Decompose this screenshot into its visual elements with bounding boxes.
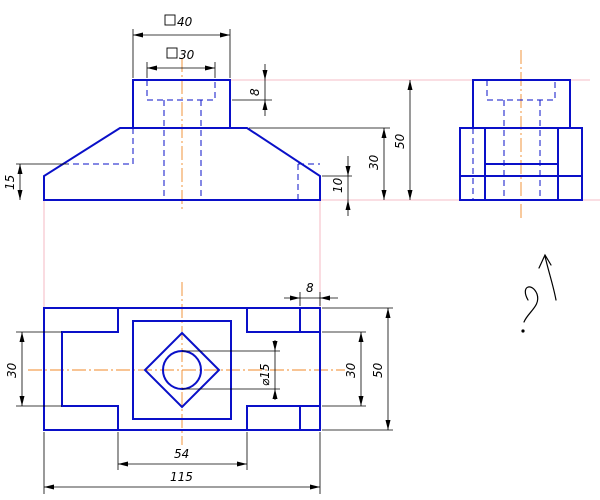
dim-height-50: 50 <box>393 80 413 200</box>
dim-54-label: 54 <box>174 447 189 461</box>
dim-40-label: 40 <box>177 15 193 29</box>
front-view <box>43 79 321 201</box>
dim-chamfer-15: 15 <box>3 163 68 200</box>
question-mark-text: ? <box>0 0 1 1</box>
center-lines <box>28 50 522 445</box>
dim-edge-10: 10 <box>322 156 352 216</box>
dim-50-plan-label: 50 <box>371 362 385 378</box>
dim-boss-8: 8 <box>232 64 272 116</box>
dim-plan-depth-50: 50 <box>322 307 393 431</box>
dim-15-label: 15 <box>3 175 17 190</box>
projection-lines <box>43 79 600 308</box>
dim-plan-right-30: 30 <box>322 331 366 407</box>
plan-view <box>43 307 321 431</box>
side-view <box>459 79 583 201</box>
dim-plan-115: 115 <box>43 432 321 494</box>
dim-50-height-label: 50 <box>393 133 407 149</box>
dim-square-40: 40 <box>132 14 231 78</box>
handwritten-annotation: ? <box>0 0 557 333</box>
dim-30-plan-right-label: 30 <box>344 362 358 378</box>
dim-115-label: 115 <box>170 470 193 484</box>
dim-plan-slot-8: 8 <box>284 281 338 306</box>
dim-30-plan-left-label: 30 <box>5 362 19 378</box>
dim-8-slot-label: 8 <box>306 281 314 295</box>
dim-base-30: 30 <box>249 127 390 200</box>
dim-plan-54: 54 <box>117 432 248 470</box>
dim-30-base-label: 30 <box>367 154 381 170</box>
dim-8-boss-label: 8 <box>248 88 262 96</box>
dim-square-30: 30 <box>146 47 216 78</box>
dim-plan-left-30: 30 <box>5 331 62 407</box>
dim-diameter-label: ⌀15 <box>258 364 272 387</box>
dim-10-label: 10 <box>331 177 345 193</box>
dim-diameter-15: ⌀15 <box>182 340 280 400</box>
dim-30-top-label: 30 <box>179 48 195 62</box>
